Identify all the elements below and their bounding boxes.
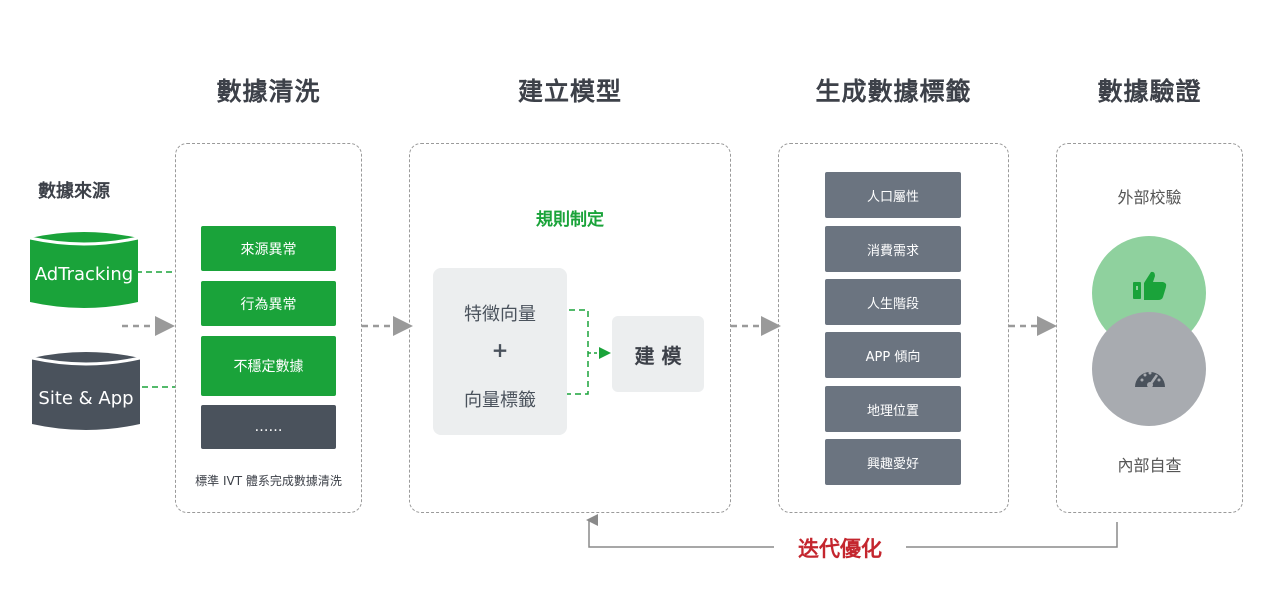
cleaning-item-unstable-data: 不穩定數據 [201,336,336,396]
internal-check-circle [1092,312,1206,426]
build-model-box: 建 模 [612,316,704,392]
feature-connector [559,309,589,395]
tag-app-tendency: APP 傾向 [825,332,961,378]
validation-panel [1056,143,1243,513]
cleaning-caption: 標準 IVT 體系完成數據清洗 [195,474,342,488]
stage-title-validation: 數據驗證 [1097,77,1202,106]
external-check-label: 外部校驗 [1117,188,1182,207]
cleaning-panel [175,143,362,513]
iteration-loop-left [586,514,774,548]
vector-tag-label: 向量標籤 [464,390,536,411]
thumbs-up-icon [1133,271,1167,300]
source-label-site-app: Site & App [38,388,134,409]
iteration-loop-right [906,522,1118,548]
tagging-panel [778,143,1009,513]
source-label-adtracking: AdTracking [34,264,134,285]
database-icon [30,232,138,308]
internal-check-label: 內部自查 [1117,456,1182,475]
cleaning-item-behavior-anomaly: 行為異常 [201,281,336,326]
cleaning-item-more: …… [201,405,336,449]
plus-sign: + [491,338,509,362]
tag-consumption: 消費需求 [825,226,961,272]
tag-life-stage: 人生階段 [825,279,961,325]
stage-title-cleaning: 數據清洗 [216,77,321,106]
source-site-app: Site & App [32,350,140,432]
gauge-icon [1135,371,1165,388]
tag-demographics: 人口屬性 [825,172,961,218]
sources-title: 數據來源 [38,181,110,202]
iteration-label: 迭代優化 [798,537,882,561]
stage-title-tagging: 生成數據標籤 [815,77,972,106]
tag-location: 地理位置 [825,386,961,432]
stage-title-modeling: 建立模型 [517,77,622,106]
modeling-panel [409,143,731,513]
source-adtracking: AdTracking [30,230,138,310]
database-icon [32,352,140,430]
feature-box [433,268,567,435]
rule-title: 規則制定 [536,210,604,230]
feature-vector-label: 特徵向量 [464,304,536,325]
tag-interests: 興趣愛好 [825,439,961,485]
cleaning-item-source-anomaly: 來源異常 [201,226,336,271]
